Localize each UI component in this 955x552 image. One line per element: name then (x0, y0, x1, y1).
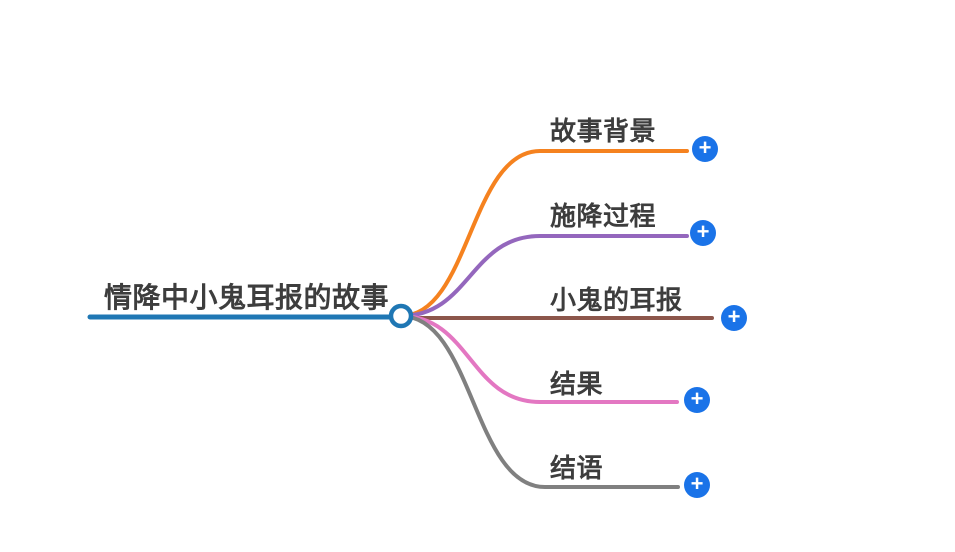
branch-connector-casting-process (399, 234, 689, 318)
add-child-button-conclusion[interactable]: + (684, 471, 710, 498)
branch-node-imp-report[interactable]: 小鬼的耳报 (550, 285, 683, 315)
root-collapse-handle-icon[interactable] (388, 303, 414, 329)
root-node-label[interactable]: 情降中小鬼耳报的故事 (104, 282, 390, 313)
branch-node-conclusion[interactable]: 结语 (550, 453, 604, 483)
plus-icon: + (696, 219, 710, 244)
add-child-button-casting-process[interactable]: + (690, 219, 716, 246)
plus-icon: + (727, 304, 741, 329)
branch-connector-conclusion (399, 314, 680, 489)
branch-connector-result (399, 314, 679, 404)
add-child-button-imp-report[interactable]: + (721, 304, 747, 331)
add-child-button-result[interactable]: + (684, 386, 710, 413)
branch-connector-story-background (399, 149, 689, 318)
add-child-button-story-background[interactable]: + (692, 135, 718, 162)
plus-icon: + (690, 471, 704, 496)
branch-node-story-background[interactable]: 故事背景 (550, 116, 657, 146)
plus-icon: + (690, 386, 704, 411)
branch-node-casting-process[interactable]: 施降过程 (550, 201, 657, 231)
branch-node-result[interactable]: 结果 (550, 369, 604, 399)
plus-icon: + (698, 135, 712, 160)
